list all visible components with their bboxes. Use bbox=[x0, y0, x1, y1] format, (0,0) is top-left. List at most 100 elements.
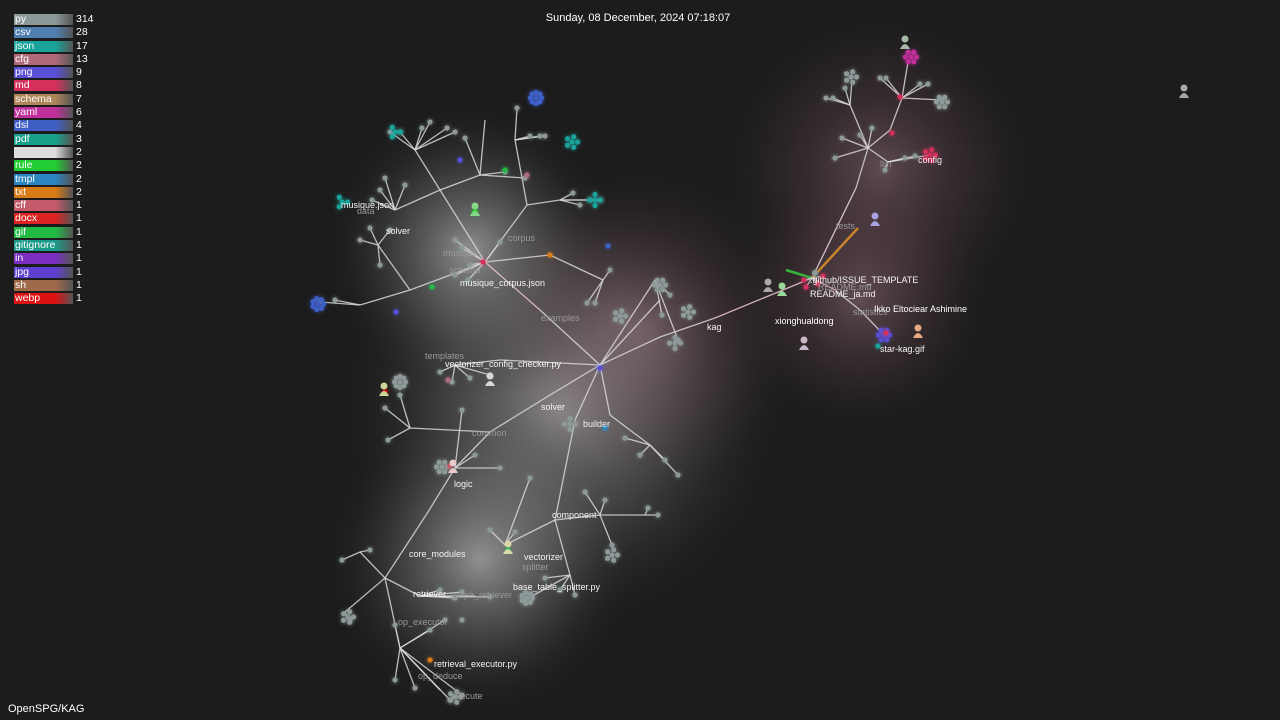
avatar-head bbox=[486, 372, 494, 380]
legend-color-bar bbox=[14, 146, 73, 158]
file-node bbox=[932, 152, 939, 158]
directory-label: core_modules bbox=[409, 549, 466, 559]
tree-edge bbox=[427, 467, 456, 513]
legend-count: 9 bbox=[76, 66, 82, 79]
legend-color-bar bbox=[14, 40, 73, 52]
file-node bbox=[911, 49, 917, 55]
file-node bbox=[612, 316, 619, 322]
legend-extension: pdf bbox=[15, 132, 30, 145]
legend-extension: dsl bbox=[15, 119, 29, 132]
directory-label: schema bbox=[449, 265, 481, 275]
avatar-head bbox=[778, 282, 786, 290]
file-node bbox=[607, 267, 613, 273]
tree-edge bbox=[586, 279, 604, 304]
user-avatar bbox=[913, 324, 923, 338]
file-node bbox=[340, 617, 347, 623]
file-node bbox=[597, 365, 603, 371]
file-node bbox=[842, 85, 848, 91]
directory-label: kag bbox=[707, 322, 722, 332]
file-node bbox=[377, 187, 383, 193]
file-node bbox=[561, 421, 568, 427]
directory-label: solver bbox=[386, 226, 410, 236]
tree-edge bbox=[344, 577, 386, 613]
file-node bbox=[564, 142, 571, 148]
avatar-body bbox=[799, 345, 809, 350]
legend-color-bar bbox=[14, 226, 73, 238]
file-node bbox=[850, 69, 856, 75]
legend-color-bar bbox=[14, 107, 73, 119]
avatar-head bbox=[471, 202, 479, 210]
file-node bbox=[655, 512, 661, 518]
beam-edge bbox=[811, 227, 859, 279]
file-node bbox=[459, 245, 465, 251]
node-layer bbox=[308, 47, 952, 707]
file-node bbox=[452, 129, 458, 135]
tree-edge bbox=[399, 647, 463, 696]
file-node bbox=[922, 155, 929, 161]
tree-edge bbox=[399, 647, 416, 689]
tree-edge bbox=[599, 336, 661, 366]
file-node bbox=[527, 133, 533, 139]
legend-extension: yaml bbox=[15, 106, 38, 119]
user-avatar bbox=[870, 212, 880, 226]
tree-edge bbox=[484, 261, 541, 311]
legend-count: 2 bbox=[76, 159, 82, 172]
tree-edge bbox=[554, 519, 571, 576]
legend-extension: webp bbox=[15, 292, 41, 305]
file-node bbox=[830, 95, 836, 101]
legend-count: 2 bbox=[76, 145, 82, 158]
file-node bbox=[527, 591, 534, 597]
file-node bbox=[815, 281, 821, 287]
file-node bbox=[605, 243, 611, 249]
file-node bbox=[917, 81, 923, 87]
legend-count: 1 bbox=[76, 292, 82, 305]
legend-color-bar bbox=[14, 266, 73, 278]
tree-edge bbox=[504, 477, 531, 546]
file-node bbox=[385, 437, 391, 443]
file-node bbox=[542, 575, 548, 581]
file-node bbox=[619, 318, 625, 324]
file-node bbox=[452, 595, 458, 601]
file-node bbox=[922, 149, 929, 155]
file-node bbox=[377, 262, 383, 268]
file-label: musique.json bbox=[341, 200, 394, 210]
tree-edge bbox=[834, 289, 861, 311]
legend-extension: sh bbox=[15, 278, 27, 291]
file-node bbox=[604, 549, 611, 555]
tree-edge bbox=[599, 279, 656, 366]
file-node bbox=[690, 309, 697, 315]
tree-edge bbox=[539, 309, 601, 366]
glow bbox=[460, 150, 820, 510]
avatar-head bbox=[764, 278, 772, 286]
directory-label: execute bbox=[451, 691, 483, 701]
tree-edge bbox=[504, 519, 556, 546]
tree-edge bbox=[867, 129, 891, 149]
user-avatar bbox=[777, 282, 787, 296]
legend-count: 28 bbox=[76, 26, 88, 39]
file-node bbox=[622, 435, 628, 441]
file-node bbox=[912, 153, 918, 159]
user-avatar bbox=[470, 202, 480, 216]
legend-color-bar bbox=[14, 120, 73, 132]
tree-edge bbox=[384, 511, 429, 579]
legend-color-bar bbox=[14, 53, 73, 65]
tree-edge bbox=[554, 514, 601, 521]
legend-count: 6 bbox=[76, 106, 82, 119]
file-node bbox=[677, 340, 684, 346]
directory-label: op_deduce bbox=[418, 671, 463, 681]
file-node bbox=[564, 136, 571, 142]
edge-layer bbox=[319, 61, 943, 701]
file-node bbox=[839, 135, 845, 141]
file-node bbox=[339, 557, 345, 563]
tree-edge bbox=[399, 619, 446, 649]
file-node bbox=[336, 204, 342, 210]
file-node bbox=[567, 415, 573, 422]
tree-edge bbox=[609, 414, 651, 446]
file-node bbox=[571, 144, 577, 150]
user-avatar bbox=[763, 278, 773, 292]
tree-edge bbox=[439, 174, 481, 191]
legend-count: 4 bbox=[76, 119, 82, 132]
file-node bbox=[843, 77, 850, 83]
